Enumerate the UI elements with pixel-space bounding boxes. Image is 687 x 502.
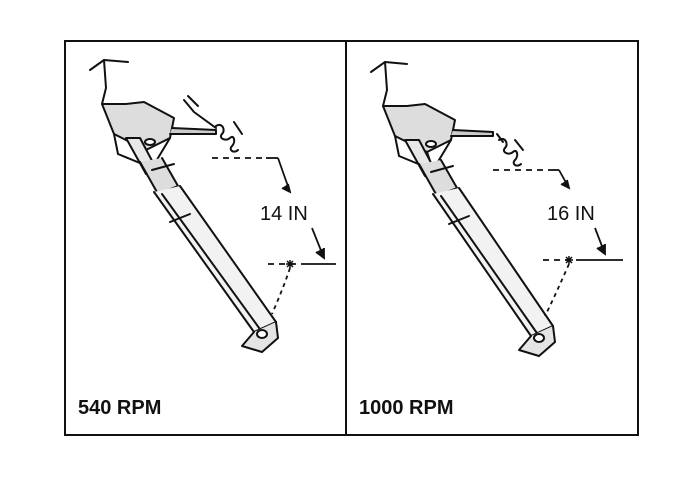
dimension-lines-14 (212, 157, 336, 315)
spring (215, 124, 239, 153)
bracket-hole (425, 140, 437, 148)
panel-540-rpm: 14 IN 540 RPM (66, 42, 345, 434)
panel-1000-rpm: 16 IN 1000 RPM (347, 42, 637, 434)
spring (498, 138, 522, 167)
bracket-hole (144, 138, 156, 146)
rpm-label-540: 540 RPM (78, 397, 162, 419)
rpm-label-1000: 1000 RPM (359, 397, 454, 419)
link-arm (450, 129, 494, 137)
pivot-lead (544, 263, 570, 317)
pivot-mark (565, 256, 573, 264)
lever-drawing-1000: 16 IN (370, 61, 623, 357)
bracket-tab (89, 59, 129, 71)
link-arm (169, 127, 217, 135)
lever-end-hole (256, 329, 268, 339)
dimension-label-14: 14 IN (260, 203, 308, 225)
pivot-mark (286, 260, 294, 268)
dimension-label-16: 16 IN (547, 203, 595, 225)
panel-divider (345, 42, 347, 434)
dimension-lines-16 (493, 169, 623, 317)
pivot-lead (271, 267, 291, 315)
bracket-tab (370, 61, 408, 73)
figure-box: 14 IN 540 RPM (64, 40, 639, 436)
lever-end-hole (533, 333, 545, 343)
lever-drawing-540: 14 IN (89, 59, 336, 353)
